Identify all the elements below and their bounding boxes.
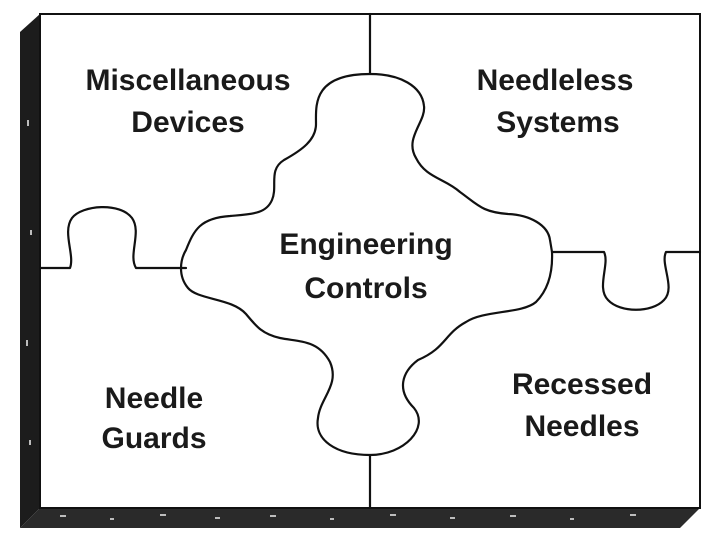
label-bottom-left-line2: Guards: [101, 422, 206, 455]
label-bottom-right-line2: Needles: [524, 410, 639, 443]
label-bottom-right-line1: Recessed: [512, 368, 652, 401]
label-top-right-line1: Needleless: [477, 64, 634, 97]
label-top-right-line2: Systems: [496, 106, 619, 139]
board-left-side: [20, 14, 40, 528]
label-center-line1: Engineering: [279, 228, 452, 261]
piece-center: Engineering Controls: [279, 228, 452, 305]
piece-bottom-left: Needle Guards: [101, 382, 206, 455]
cut-left-horizontal: [38, 206, 188, 270]
piece-top-right: Needleless Systems: [477, 64, 634, 139]
label-top-left-line1: Miscellaneous: [85, 64, 290, 97]
board-edge-texture: [26, 120, 636, 520]
center-piece-outline: [179, 72, 554, 457]
label-top-left-line2: Devices: [131, 106, 244, 139]
piece-top-left: Miscellaneous Devices: [85, 64, 290, 139]
label-bottom-left-line1: Needle: [105, 382, 203, 415]
board-face: [39, 13, 701, 509]
board-bottom-side: [20, 508, 700, 528]
cut-right-horizontal: [550, 250, 702, 311]
label-center-line2: Controls: [304, 272, 427, 305]
puzzle-cut-lines: [38, 12, 702, 510]
piece-bottom-right: Recessed Needles: [512, 368, 652, 443]
